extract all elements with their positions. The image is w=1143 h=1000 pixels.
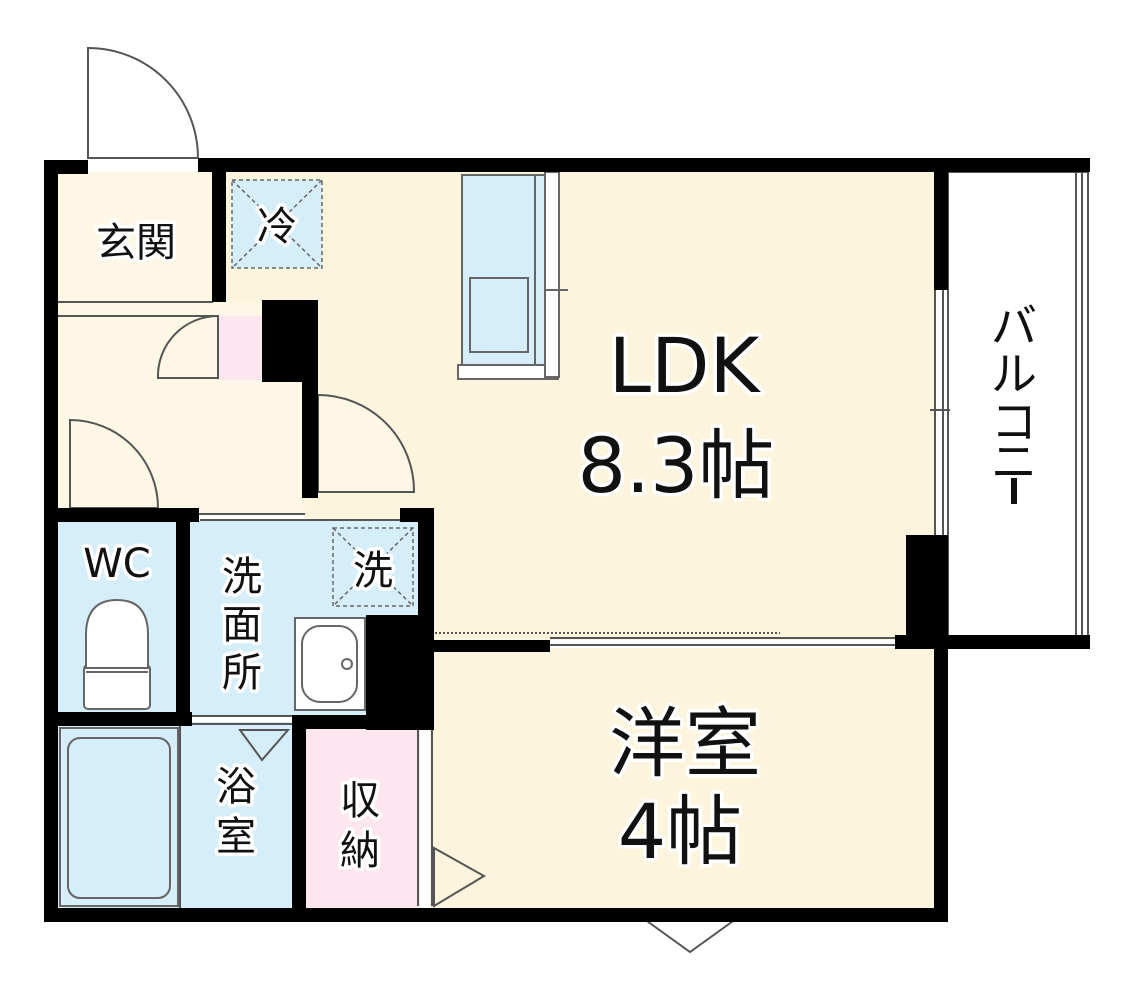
ldk-floor	[213, 172, 935, 302]
bathroom-char-1: 浴	[216, 764, 256, 810]
washer-space-cross-1	[332, 527, 414, 607]
washroom-char-1: 洗	[222, 554, 262, 600]
hall-door-left	[69, 418, 160, 509]
washroom-char-3: 所	[222, 650, 262, 696]
balcony-char-1: バ	[991, 299, 1037, 353]
western-room-floor	[430, 648, 935, 910]
kitchen-partition	[457, 364, 559, 380]
western-room-size: 4帖	[618, 787, 742, 876]
washer-space-cross-2	[332, 527, 414, 607]
storage-char-2: 納	[340, 828, 380, 874]
washroom-char-2: 面	[222, 602, 262, 648]
wall-washroom-top	[400, 508, 434, 522]
balcony	[947, 171, 1089, 641]
toilet-bowl	[85, 598, 149, 669]
wall-core-1	[262, 300, 318, 382]
wash-basin	[294, 617, 366, 711]
balcony-char-3: コ	[991, 395, 1037, 449]
wall-wet-mid	[44, 712, 192, 726]
toilet	[83, 598, 151, 710]
genkan-label: 玄関	[96, 220, 176, 266]
wall-wc-left	[44, 508, 199, 522]
wall-ldk-bedroom-right	[895, 635, 948, 649]
partitions	[55, 157, 950, 913]
wash-basin-bowl	[301, 625, 358, 703]
balcony-area	[947, 171, 1089, 641]
washer-label: 洗	[353, 548, 393, 594]
wall-column-ldk	[906, 535, 948, 635]
labels: 玄関 冷 LDK 8.3帖 洋室 4帖 WC 洗 洗 面 所 浴 室 収 納 バ…	[80, 201, 1041, 880]
hall-storage-floor	[218, 316, 262, 380]
wall-top-right	[198, 158, 1090, 172]
wall-right-ldk	[934, 172, 948, 290]
storage-char-1: 収	[340, 778, 380, 824]
wall-bath-right	[292, 722, 306, 918]
fridge-space-box	[231, 179, 323, 269]
doors	[69, 46, 744, 954]
wall-balcony-edge	[948, 635, 1090, 649]
genkan-floor	[55, 172, 213, 302]
fixtures	[59, 171, 568, 907]
kitchen-sink	[469, 277, 529, 353]
wall-left	[44, 160, 58, 922]
western-room-name: 洋室	[609, 699, 761, 788]
wc-label: WC	[83, 541, 150, 587]
storage-door-swing	[433, 846, 486, 908]
wall-bottom	[44, 908, 948, 922]
hall-storage-door	[156, 314, 219, 379]
balcony-long-mark	[1011, 478, 1017, 504]
bathroom-char-2: 室	[216, 814, 256, 860]
walls	[44, 158, 1090, 922]
storage-floor	[304, 728, 420, 910]
ldk-name: LDK	[609, 321, 762, 410]
wall-core-2	[302, 380, 318, 498]
wall-wc-right	[176, 514, 190, 726]
bathtub	[59, 727, 179, 907]
kitchen-partition-post	[544, 171, 560, 378]
washer-space	[332, 527, 414, 607]
wall-ldk-bedroom	[430, 640, 550, 652]
wall-core-3	[366, 615, 434, 730]
fridge-label: 冷	[257, 204, 297, 250]
balcony-char-2: ル	[991, 347, 1037, 401]
bath-door	[238, 729, 291, 762]
entry-door	[87, 46, 200, 159]
kitchen-counter	[457, 171, 568, 380]
wall-genkan	[212, 172, 226, 302]
ldk-door	[317, 393, 416, 493]
wash-basin-drain	[341, 658, 353, 670]
fridge-space	[231, 179, 323, 269]
ldk-size: 8.3帖	[578, 421, 775, 510]
bathtub-basin	[67, 737, 171, 899]
wall-storage-top	[292, 715, 434, 729]
